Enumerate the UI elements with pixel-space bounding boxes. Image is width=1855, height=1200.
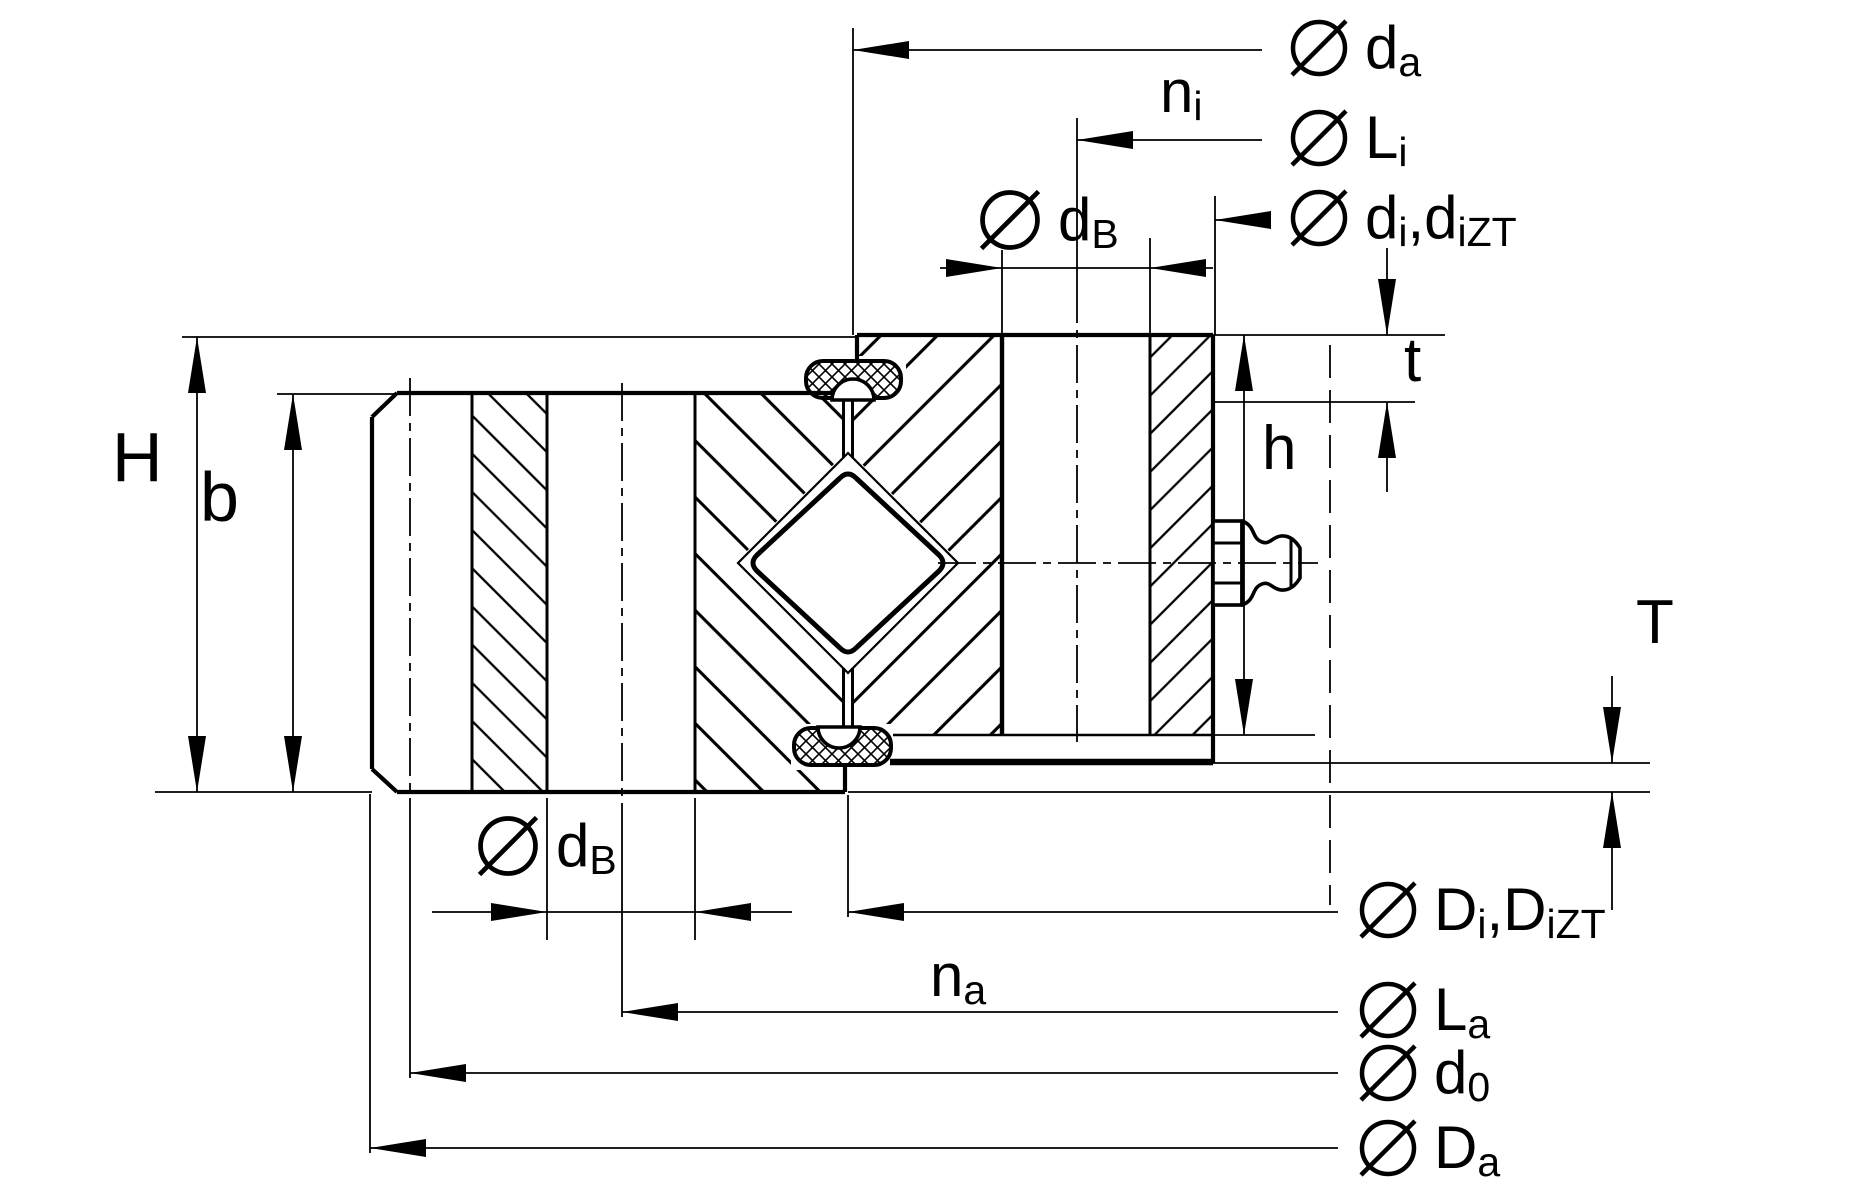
diameter-icon bbox=[1283, 12, 1355, 84]
raceway-and-gap bbox=[736, 397, 960, 730]
label-H: H bbox=[112, 418, 163, 496]
inner-ring-hatch-strip bbox=[1150, 335, 1213, 735]
crossed-roller bbox=[750, 471, 946, 655]
centerlines bbox=[409, 285, 1331, 905]
lower-seal bbox=[792, 725, 893, 767]
diameter-icon bbox=[1283, 102, 1355, 174]
diameter-icon bbox=[1352, 1037, 1424, 1109]
diameter-icon bbox=[470, 808, 546, 884]
hole-wall-lines bbox=[470, 335, 1152, 792]
outer-ring-outline bbox=[369, 390, 848, 795]
diameter-icon bbox=[1352, 1112, 1424, 1184]
arrowheads bbox=[188, 41, 1621, 1157]
diameter-icon bbox=[1283, 182, 1355, 254]
label-t: t bbox=[1404, 326, 1422, 395]
diameter-icon bbox=[1352, 874, 1424, 946]
label-b: b bbox=[200, 458, 239, 536]
label-T: T bbox=[1636, 588, 1674, 657]
upper-seal bbox=[804, 359, 903, 402]
label-text: d bbox=[1365, 14, 1399, 81]
diameter-icon bbox=[972, 182, 1048, 258]
diameter-icon bbox=[1352, 974, 1424, 1046]
inner-ring-outline bbox=[854, 332, 1216, 766]
dimension-lines bbox=[196, 49, 1613, 1149]
raceway-outline bbox=[736, 451, 960, 675]
outer-ring-hatch-strip bbox=[472, 393, 547, 792]
label-h: h bbox=[1262, 414, 1297, 483]
